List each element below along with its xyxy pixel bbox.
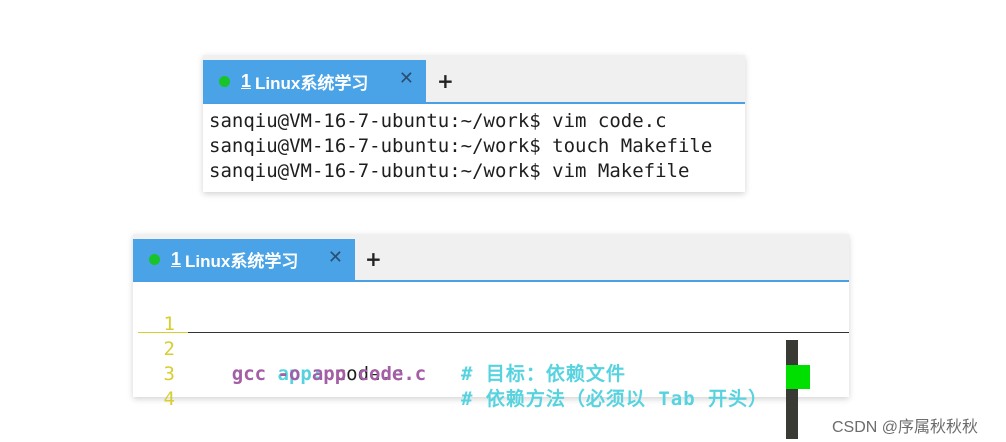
watermark: CSDN @序属秋秋秋 [832,419,979,436]
tab-bar: 1 Linux系统学习 ✕ + [133,234,849,282]
terminal-line: sanqiu@VM-16-7-ubuntu:~/work$ vim Makefi… [209,160,690,182]
line-content: app: code.c [186,337,404,412]
line-number: 3 [163,363,175,385]
tab-bar: 1 Linux系统学习 ✕ + [203,55,745,104]
status-dot-icon [149,254,160,265]
make-dependency: code.c [323,363,404,385]
line-number: 4 [163,388,175,410]
terminal-line: sanqiu@VM-16-7-ubuntu:~/work$ vim code.c [209,110,667,132]
terminal-window-1: 1 Linux系统学习 ✕ + sanqiu@VM-16-7-ubuntu:~/… [203,55,745,192]
line-number: 1 [163,313,175,335]
cursor-line-number-underline [138,332,188,333]
tab-linux-learning[interactable]: 1 Linux系统学习 ✕ [133,239,355,280]
terminal-window-2: 1 Linux系统学习 ✕ + 1 app: code.c # 目标：依赖文件 … [133,234,849,439]
close-icon[interactable]: ✕ [327,247,343,268]
new-tab-button[interactable]: + [365,247,382,271]
terminal-output[interactable]: sanqiu@VM-16-7-ubuntu:~/work$ vim code.c… [209,109,712,184]
close-icon[interactable]: ✕ [398,68,414,89]
tab-number: 1 [241,70,252,91]
tab-title: Linux系统学习 [255,73,369,93]
tab-number: 1 [171,249,182,269]
vim-editor[interactable]: 1 app: code.c # 目标：依赖文件 2 gcc -o app cod… [133,287,849,439]
make-command: gcc -o app code.c [186,363,427,385]
line-number: 2 [163,338,175,360]
editor-line: 1 app: code.c # 目标：依赖文件 [133,287,849,385]
text-cursor [786,365,810,389]
tab-title: Linux系统学习 [185,252,299,271]
make-target: app: [277,363,324,385]
editor-line: 2 gcc -o app code.c # 依赖方法（必须以 Tab 开头） [133,312,849,410]
comment-text: # 依赖方法（必须以 Tab 开头） [461,388,769,410]
tab-linux-learning[interactable]: 1 Linux系统学习 ✕ [203,60,426,102]
cursor-line-underline [138,332,849,333]
terminal-line: sanqiu@VM-16-7-ubuntu:~/work$ touch Make… [209,135,713,157]
editor-line: 4 [133,362,849,410]
comment-text: # 目标：依赖文件 [461,363,626,385]
status-dot-icon [219,75,230,87]
new-tab-button[interactable]: + [437,69,454,93]
editor-line: 3 [133,337,849,385]
scrollbar[interactable] [786,340,798,439]
